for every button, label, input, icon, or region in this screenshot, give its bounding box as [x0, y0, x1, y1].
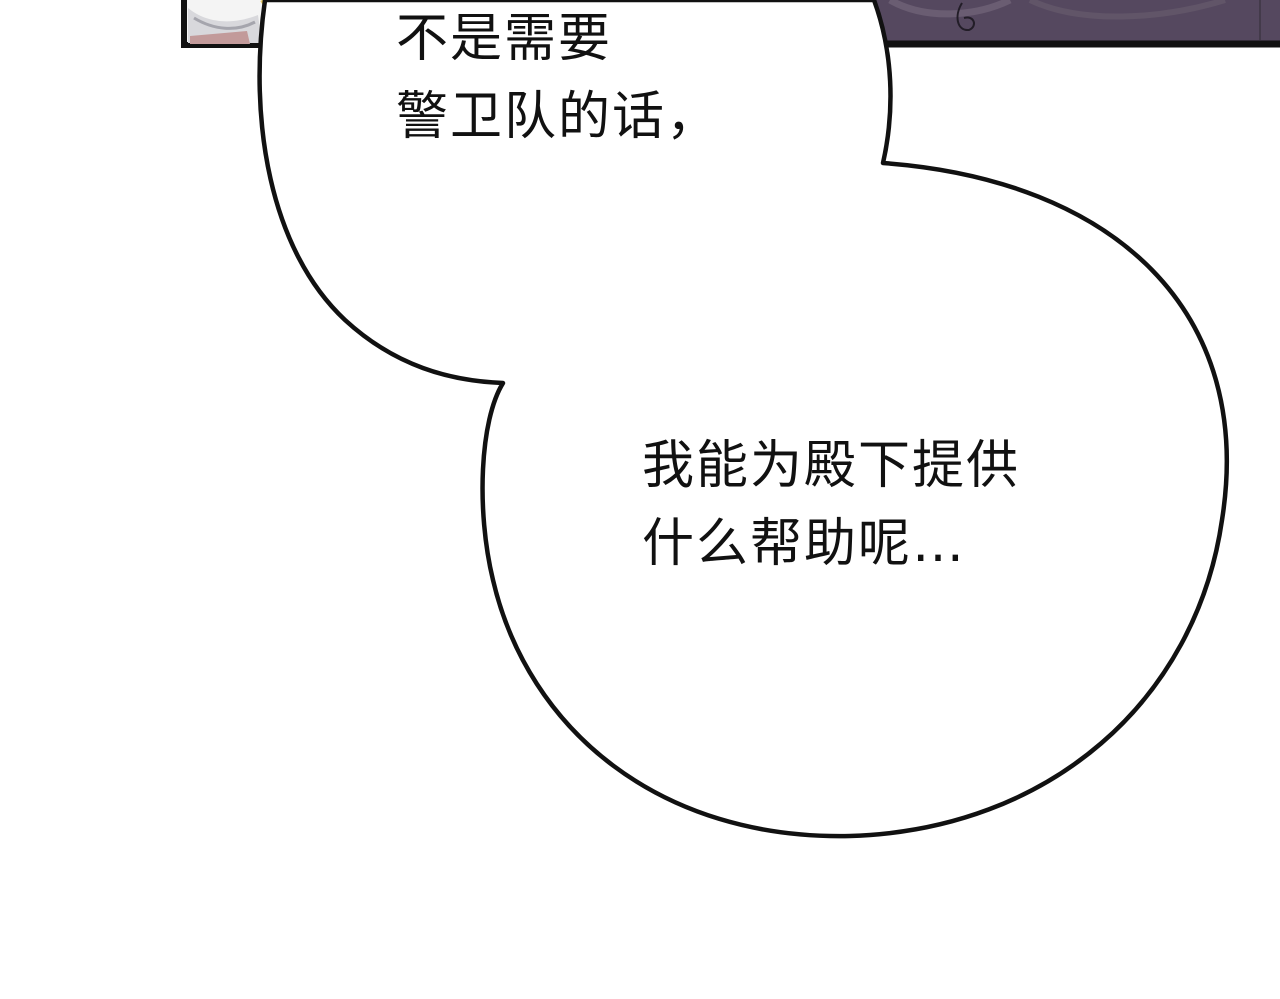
speech-line: 我能为殿下提供: [642, 436, 1021, 496]
speech-bubble-outline: [257, 0, 1229, 839]
speech-line: 警卫队的话，: [396, 87, 721, 147]
speech-text-top: 不是需要 警卫队的话，: [396, 0, 720, 156]
speech-line: 什么帮助呢…: [642, 514, 967, 574]
speech-text-bottom: 我能为殿下提供 什么帮助呢…: [642, 427, 1020, 583]
right-panel-fragment: [867, 0, 1280, 48]
speech-line: 不是需要: [396, 9, 613, 69]
